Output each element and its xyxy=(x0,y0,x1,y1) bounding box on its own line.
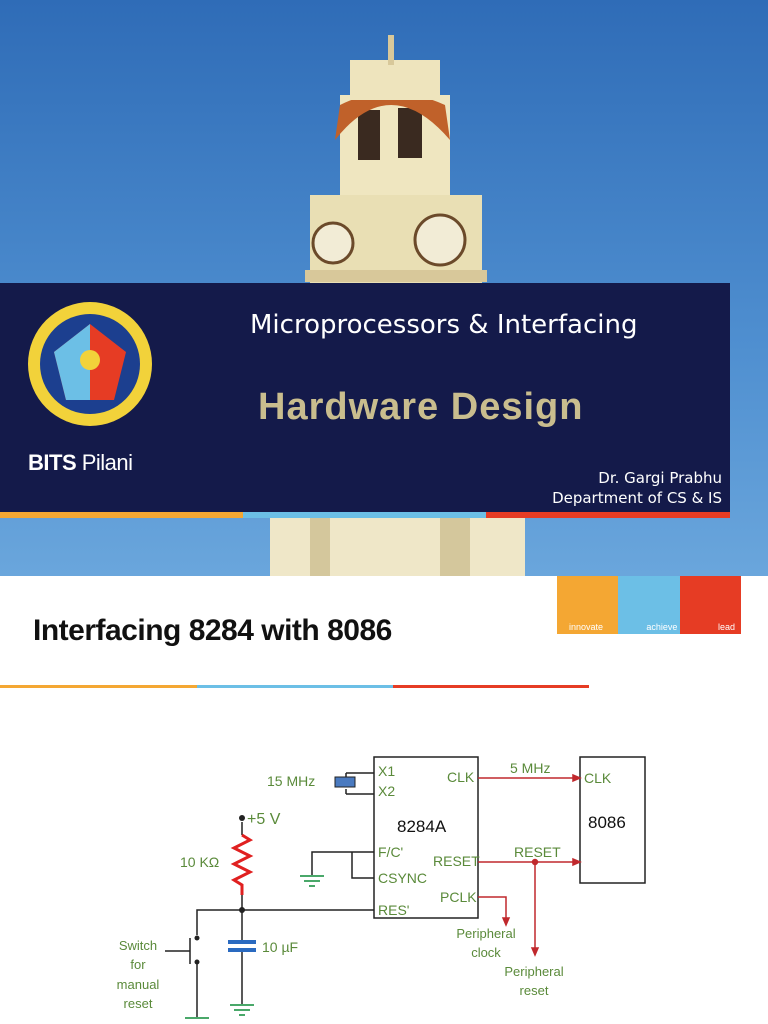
tag-innovate: innovate xyxy=(569,622,604,632)
vcc-label: +5 V xyxy=(247,811,281,828)
accent-strip-blue xyxy=(243,512,486,518)
crystal-icon xyxy=(334,776,356,788)
pin-pclk: PCLK xyxy=(440,889,477,905)
brand-bold: BITS xyxy=(28,450,77,475)
title-underline-red xyxy=(393,685,589,688)
author-block: Dr. Gargi Prabhu Department of CS & IS xyxy=(552,468,722,508)
course-title: Microprocessors & Interfacing xyxy=(250,310,638,340)
bits-logo xyxy=(28,302,152,426)
brand-rest: Pilani xyxy=(76,450,133,475)
peripheral-clock-label-1: Peripheral xyxy=(456,926,515,941)
peripheral-reset-label-1: Peripheral xyxy=(504,964,563,979)
accent-strip-orange xyxy=(0,512,243,518)
peripheral-clock-label-2: clock xyxy=(471,945,501,960)
chip-8284a-label: 8284A xyxy=(397,817,447,836)
pin-reset: RESET xyxy=(433,853,480,869)
clk-frequency-label: 5 MHz xyxy=(510,760,550,776)
title-underline-blue xyxy=(197,685,393,688)
resistor-label: 10 KΩ xyxy=(180,854,219,870)
pin-clk: CLK xyxy=(447,769,475,785)
author-name: Dr. Gargi Prabhu xyxy=(598,469,722,487)
bits-pilani-wordmark: BITS Pilani xyxy=(28,450,133,476)
chip-8284a-box xyxy=(373,756,479,919)
lecture-title: Hardware Design xyxy=(258,386,584,428)
title-underline-orange xyxy=(0,685,197,688)
crystal-label: 15 MHz xyxy=(267,773,315,789)
ground-icons xyxy=(185,875,324,1019)
pin-fc: F/C' xyxy=(378,844,403,860)
circuit-diagram: 15 MHz X1 X2 CLK 8284A F/C' RESET CSYNC … xyxy=(117,756,646,1019)
tag-lead: lead xyxy=(717,622,735,632)
pin-res: RES' xyxy=(378,902,409,918)
capacitor-icon xyxy=(228,940,256,952)
reset-signal-label: RESET xyxy=(514,844,561,860)
slide-title: Interfacing 8284 with 8086 xyxy=(33,614,392,647)
tag-achieve: achieve xyxy=(646,622,678,632)
chip-8086-box xyxy=(579,756,646,884)
pin-csync: CSYNC xyxy=(378,870,427,886)
pin-x1: X1 xyxy=(378,763,395,779)
chip-8086-label: 8086 xyxy=(588,813,626,832)
pin-8086-clk: CLK xyxy=(584,770,612,786)
cover-slide: BITS Pilani Microprocessors & Interfacin… xyxy=(0,0,768,576)
capacitor-label: 10 µF xyxy=(262,939,298,955)
department: Department of CS & IS xyxy=(552,489,722,507)
switch-label-2: for xyxy=(130,957,146,972)
brand-tagline: innovate achieve lead xyxy=(557,576,741,634)
switch-label-4: reset xyxy=(124,996,153,1011)
switch-label-1: Switch xyxy=(119,938,157,953)
switch-label-3: manual xyxy=(117,977,160,992)
pin-x2: X2 xyxy=(378,783,395,799)
resistor-icon xyxy=(230,833,254,895)
peripheral-reset-label-2: reset xyxy=(520,983,549,998)
accent-strip-red xyxy=(486,512,730,518)
